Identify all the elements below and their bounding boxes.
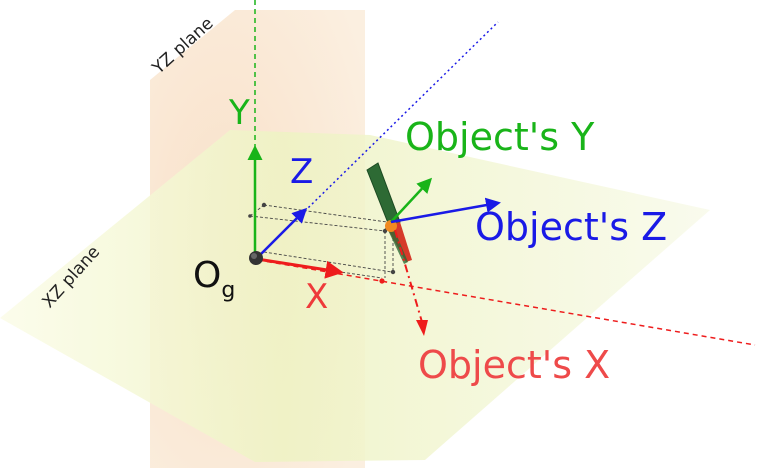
xz-plane — [0, 130, 710, 462]
global-y-label: Y — [229, 93, 250, 133]
object-x-label: Object's X — [418, 343, 611, 387]
object-y-arrow — [390, 177, 433, 223]
global-z-label: Z — [290, 152, 314, 192]
global-x-label: X — [305, 277, 329, 317]
origin-main: O — [193, 255, 222, 296]
global-z-arrow — [256, 207, 308, 259]
origin-subscript: g — [221, 278, 236, 303]
object-x-arrowhead — [416, 320, 428, 336]
object-x-dashed — [394, 229, 423, 323]
object-z-arrow — [390, 197, 501, 224]
global-x-arrow — [256, 257, 344, 279]
object-y-label: Object's Y — [405, 115, 595, 159]
x-projection-dot — [379, 278, 385, 284]
object-z-label: Object's Z — [475, 205, 668, 249]
projection-dots — [248, 202, 396, 275]
origin-label: Og — [193, 255, 235, 302]
